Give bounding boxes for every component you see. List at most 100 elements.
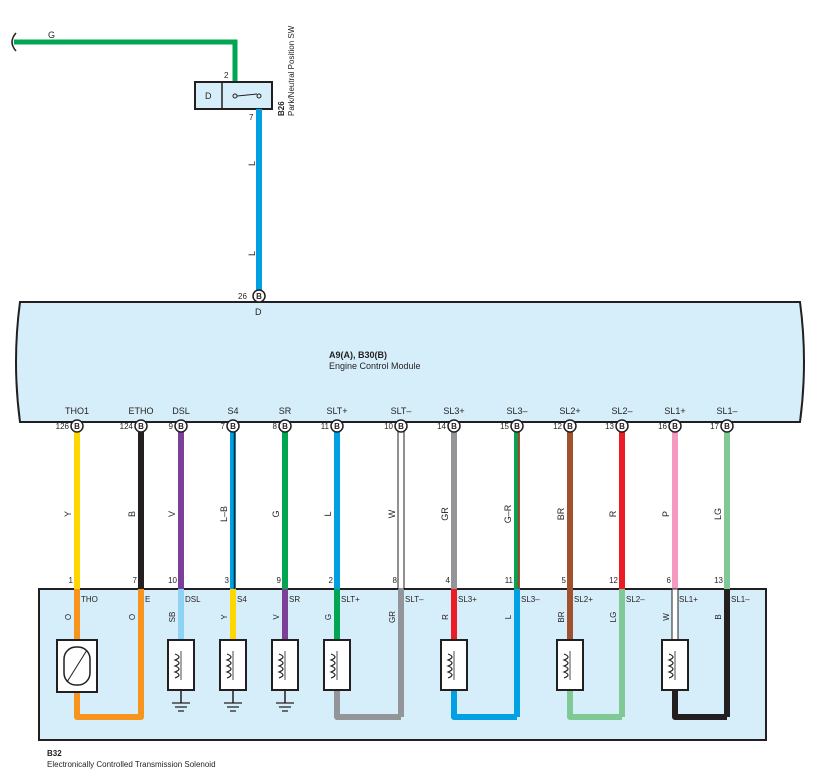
ecm-pin-number: 12 bbox=[553, 422, 562, 431]
ecm-d-terminal bbox=[252, 289, 266, 303]
solenoid-pin-number: 13 bbox=[714, 576, 723, 585]
solenoid-terminal-name: THO bbox=[81, 595, 98, 604]
solenoid-terminal-name: SL2– bbox=[626, 595, 645, 604]
ecm-wire-color: BR bbox=[556, 507, 566, 520]
ecm-pin-number: 14 bbox=[437, 422, 446, 431]
ecm-terminal-connector: B bbox=[514, 422, 520, 431]
ecm-terminal bbox=[70, 419, 84, 433]
coil-icon bbox=[225, 653, 232, 679]
ecm-name: Engine Control Module bbox=[329, 361, 421, 371]
ecm-signal-name: THO1 bbox=[65, 406, 89, 416]
ecm-terminal bbox=[615, 419, 629, 433]
ecm-terminal-connector: B bbox=[334, 422, 340, 431]
ecm-wire-color: R bbox=[608, 510, 618, 517]
slt-return-path bbox=[334, 690, 401, 720]
solenoid-wire-color: L bbox=[504, 614, 513, 619]
solenoid-wire-color: W bbox=[662, 613, 671, 621]
solenoid-name: Electronically Controlled Transmission S… bbox=[47, 760, 216, 769]
solenoid-terminal-name: SL1– bbox=[731, 595, 750, 604]
ecm-wire-color: V bbox=[167, 511, 177, 517]
solenoid-wire-color: O bbox=[64, 614, 73, 620]
solenoid-id: B32 bbox=[47, 749, 62, 758]
switch-wire-color-2: L bbox=[247, 251, 257, 256]
solenoid-pin-number: 2 bbox=[329, 576, 334, 585]
solenoid-terminal-name: SLT+ bbox=[341, 595, 360, 604]
ecm-terminal bbox=[394, 419, 408, 433]
switch-pin-top: 2 bbox=[224, 71, 229, 80]
coil-icon bbox=[446, 653, 453, 679]
solenoid-wire-color: LG bbox=[609, 612, 618, 623]
solenoid-terminal-name: SLT– bbox=[405, 595, 424, 604]
sl1-return-path bbox=[672, 690, 727, 720]
ecm-terminal bbox=[226, 419, 240, 433]
solenoid-pin-number: 6 bbox=[667, 576, 672, 585]
ecm-wire-color: P bbox=[661, 511, 671, 517]
ecm-terminal-connector: B bbox=[398, 422, 404, 431]
coil-icon bbox=[277, 653, 284, 679]
solenoid-terminal-name: E bbox=[145, 595, 150, 604]
ecm-terminal bbox=[278, 419, 292, 433]
solenoid-pin-number: 3 bbox=[225, 576, 230, 585]
ecm-pin-number: 124 bbox=[120, 422, 134, 431]
sl3-return-path bbox=[451, 690, 517, 720]
ecm-pin-number: 13 bbox=[605, 422, 614, 431]
solenoid-pin-number: 10 bbox=[168, 576, 177, 585]
ecm-signal-name: SL1+ bbox=[664, 406, 685, 416]
ecm-terminal bbox=[563, 419, 577, 433]
solenoid-wire-color: GR bbox=[388, 611, 397, 623]
coil-icon bbox=[667, 653, 674, 679]
switch-contact-label: D bbox=[205, 91, 212, 101]
ground-icon bbox=[224, 702, 242, 712]
ecm-wire-color: G bbox=[271, 510, 281, 517]
ecm-terminal bbox=[668, 419, 682, 433]
ecm-terminal-connector: B bbox=[178, 422, 184, 431]
wire-6 bbox=[397, 425, 405, 590]
ecm-terminal-connector: B bbox=[230, 422, 236, 431]
solenoid-terminal-name: SR bbox=[289, 595, 300, 604]
solenoid-wire-color: SB bbox=[168, 612, 177, 623]
coil-icon bbox=[562, 653, 569, 679]
ecm-d-connector: B bbox=[256, 292, 262, 301]
ecm-signal-name: SL3– bbox=[506, 406, 527, 416]
wire-break-icon bbox=[11, 32, 17, 52]
ecm-wire-color: L bbox=[323, 511, 333, 516]
ecm-signal-name: SLT+ bbox=[326, 406, 347, 416]
sl2-return-path bbox=[567, 690, 622, 720]
coil-icon bbox=[329, 653, 336, 679]
ecm-wire-color: L–B bbox=[219, 506, 229, 522]
ecm-signal-name: SL2+ bbox=[559, 406, 580, 416]
ecm-d-label: D bbox=[255, 307, 262, 317]
ecm-wire-color: B bbox=[127, 511, 137, 517]
solenoid-wire-color: Y bbox=[220, 614, 229, 620]
ecm-signal-name: SR bbox=[279, 406, 292, 416]
ecm-pin-number: 8 bbox=[273, 422, 278, 431]
solenoid-wire-color: O bbox=[128, 614, 137, 620]
switch-pin-bottom: 7 bbox=[249, 113, 254, 122]
solenoid-pin-number: 8 bbox=[393, 576, 398, 585]
ecm-pin-number: 15 bbox=[500, 422, 509, 431]
ecm-wire-color: G–R bbox=[503, 504, 513, 523]
signal-lines: THO1B126Y1THOOETHOB124B7EODSLB9V10DSLSBS… bbox=[56, 406, 750, 720]
ecm-wire-color: LG bbox=[713, 508, 723, 520]
ecm-terminal bbox=[510, 419, 524, 433]
ecm-wire-color: Y bbox=[63, 511, 73, 517]
ecm-wire-color: W bbox=[387, 509, 397, 518]
ecm-terminal-connector: B bbox=[138, 422, 144, 431]
ecm-pin-number: 11 bbox=[321, 422, 330, 431]
ecm-terminal-connector: B bbox=[672, 422, 678, 431]
thermistor-icon bbox=[66, 649, 88, 683]
solenoid-terminal-name: SL2+ bbox=[574, 595, 593, 604]
switch-contact-icon bbox=[232, 93, 262, 99]
ecm-terminal-connector: B bbox=[282, 422, 288, 431]
solenoid-wire-color: B bbox=[714, 614, 723, 619]
ecm-terminal bbox=[447, 419, 461, 433]
switch-id: B26 bbox=[277, 101, 286, 116]
ground-icon bbox=[172, 702, 190, 712]
engine-control-module bbox=[15, 301, 805, 423]
solenoid-pin-number: 5 bbox=[562, 576, 567, 585]
solenoid-pin-number: 4 bbox=[446, 576, 451, 585]
solenoid-terminal-name: SL3– bbox=[521, 595, 540, 604]
solenoid-wire-color: R bbox=[441, 614, 450, 620]
ecm-pin-number: 126 bbox=[56, 422, 70, 431]
coil-icon bbox=[173, 653, 180, 679]
